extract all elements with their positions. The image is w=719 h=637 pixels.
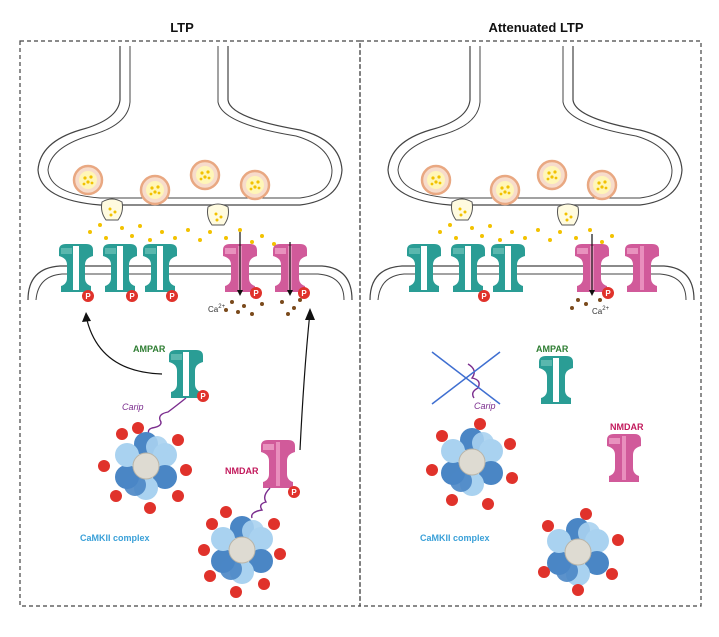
nmdar-label: NMDAR bbox=[610, 422, 644, 432]
camkii-label: CaMKII complex bbox=[420, 533, 490, 543]
ampar-receptor bbox=[59, 244, 93, 292]
nmdar-receptor bbox=[625, 244, 659, 292]
carip-crossed-out bbox=[431, 351, 501, 405]
glutamate-dots bbox=[88, 223, 276, 246]
calcium-ions bbox=[224, 298, 302, 316]
svg-text:P: P bbox=[481, 292, 487, 301]
ampar-receptor bbox=[407, 244, 441, 292]
carip-label: Carip bbox=[122, 402, 144, 412]
calcium-label: Ca2+ bbox=[592, 306, 610, 316]
fusing-vesicle bbox=[101, 198, 123, 221]
camkii-complex bbox=[210, 515, 274, 585]
calcium-ions bbox=[570, 298, 602, 310]
phospho-site: P bbox=[298, 287, 310, 299]
fusing-vesicle bbox=[451, 198, 473, 221]
phospho-site: P bbox=[288, 486, 300, 498]
panel-title-attenuated-ltp: Attenuated LTP bbox=[488, 20, 583, 35]
panel-frame-ltp bbox=[19, 40, 361, 607]
ampar-label: AMPAR bbox=[536, 344, 569, 354]
phospho-site: P bbox=[602, 287, 614, 299]
vesicle bbox=[420, 164, 452, 196]
phospho-site: P bbox=[250, 287, 262, 299]
ampar-receptor bbox=[103, 244, 137, 292]
trafficking-arrow-nmdar bbox=[299, 311, 311, 451]
vesicle bbox=[139, 174, 171, 206]
nmdar-receptor-cytosol bbox=[607, 434, 641, 482]
camkii-label: CaMKII complex bbox=[80, 533, 150, 543]
presynaptic-terminal bbox=[387, 46, 683, 206]
trafficking-arrow-ampar bbox=[85, 315, 163, 375]
panel-attenuated-ltp: Attenuated LTP P P bbox=[359, 20, 702, 607]
ampar-receptor-cytosol bbox=[169, 350, 203, 398]
panel-frame-attenuated-ltp bbox=[359, 40, 702, 607]
camkii-complex bbox=[546, 517, 610, 587]
ampar-receptor bbox=[143, 244, 177, 292]
vesicle bbox=[536, 159, 568, 191]
glutamate-dots bbox=[438, 223, 614, 244]
svg-text:P: P bbox=[129, 292, 135, 301]
phospho-site: P bbox=[197, 390, 209, 402]
vesicle bbox=[586, 169, 618, 201]
vesicle bbox=[489, 174, 521, 206]
ampar-receptor bbox=[451, 244, 485, 292]
postsynaptic-inner-membrane bbox=[377, 273, 687, 301]
svg-text:P: P bbox=[85, 292, 91, 301]
svg-text:P: P bbox=[200, 392, 206, 401]
ampar-receptor-cytosol bbox=[539, 356, 573, 404]
postsynaptic-inner-membrane bbox=[35, 273, 345, 301]
panel-ltp: LTP P P P P bbox=[19, 20, 361, 607]
carip-linker-nmdar bbox=[251, 487, 271, 519]
carip-label: Carip bbox=[474, 401, 496, 411]
fusing-vesicle bbox=[557, 203, 579, 226]
svg-text:P: P bbox=[291, 488, 297, 497]
postsynaptic-membrane bbox=[27, 265, 353, 301]
calcium-label: Ca2+ bbox=[208, 304, 226, 314]
presynaptic-inner-membrane bbox=[397, 46, 673, 199]
nmdar-label: NMDAR bbox=[225, 466, 259, 476]
postsynaptic-membrane bbox=[369, 265, 695, 301]
vesicle bbox=[239, 169, 271, 201]
vesicle bbox=[189, 159, 221, 191]
fusing-vesicle bbox=[207, 203, 229, 226]
phospho-site: P bbox=[166, 290, 178, 302]
carip-linker bbox=[147, 397, 187, 437]
svg-text:P: P bbox=[169, 292, 175, 301]
phospho-site: P bbox=[82, 290, 94, 302]
svg-text:P: P bbox=[605, 289, 611, 298]
presynaptic-inner-membrane bbox=[47, 46, 333, 199]
camkii-complex bbox=[440, 427, 504, 497]
panel-title-ltp: LTP bbox=[170, 20, 194, 35]
ampar-receptor bbox=[491, 244, 525, 292]
phospho-site: P bbox=[126, 290, 138, 302]
nmdar-receptor-cytosol bbox=[261, 440, 295, 488]
svg-text:P: P bbox=[301, 289, 307, 298]
vesicle bbox=[72, 164, 104, 196]
ampar-label: AMPAR bbox=[133, 344, 166, 354]
camkii-complex bbox=[114, 431, 178, 501]
phospho-site: P bbox=[478, 290, 490, 302]
svg-text:P: P bbox=[253, 289, 259, 298]
presynaptic-terminal bbox=[37, 46, 343, 206]
